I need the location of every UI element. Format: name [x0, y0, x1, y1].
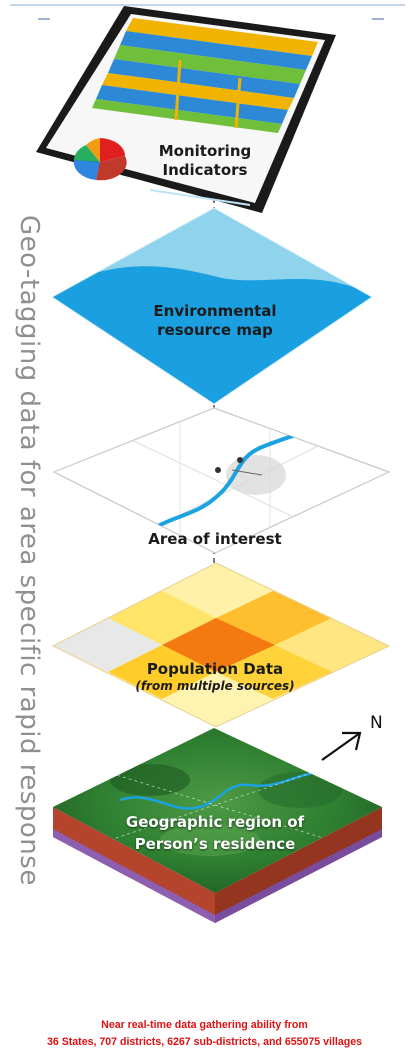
label-population: Population Data (from multiple sources) — [120, 660, 310, 694]
label-environmental: Environmental resource map — [120, 302, 310, 340]
footer-line2: 36 States, 707 districts, 6267 sub-distr… — [46, 1036, 363, 1048]
north-arrow-icon — [321, 731, 362, 761]
label-environmental-line1: Environmental — [153, 302, 277, 320]
area-layer — [52, 407, 391, 554]
label-monitoring: Monitoring Indicators — [130, 142, 280, 180]
side-title: Geo-tagging data for area specific rapid… — [6, 190, 52, 910]
top-rule — [10, 4, 405, 20]
pie-chart-icon — [73, 138, 127, 181]
label-monitoring-line1: Monitoring — [158, 142, 252, 160]
label-population-line2: (from multiple sources) — [135, 678, 295, 693]
side-title-text: Geo-tagging data for area specific rapid… — [14, 214, 44, 886]
label-population-line1: Population Data — [146, 660, 284, 678]
label-area-line1: Area of interest — [148, 530, 282, 548]
label-geographic-line1: Geographic region of — [125, 813, 305, 831]
label-geographic-line2: Person’s residence — [134, 834, 296, 853]
label-environmental-line2: resource map — [157, 320, 273, 339]
label-monitoring-line2: Indicators — [162, 160, 248, 179]
population-layer — [51, 562, 391, 728]
footer-line1: Near real-time data gathering ability fr… — [101, 1019, 308, 1031]
tablet-device — [36, 6, 336, 213]
label-area-of-interest: Area of interest — [120, 530, 310, 549]
north-label: N — [370, 713, 383, 733]
label-geographic: Geographic region of Person’s residence — [95, 812, 335, 856]
terrain-block — [53, 728, 382, 923]
